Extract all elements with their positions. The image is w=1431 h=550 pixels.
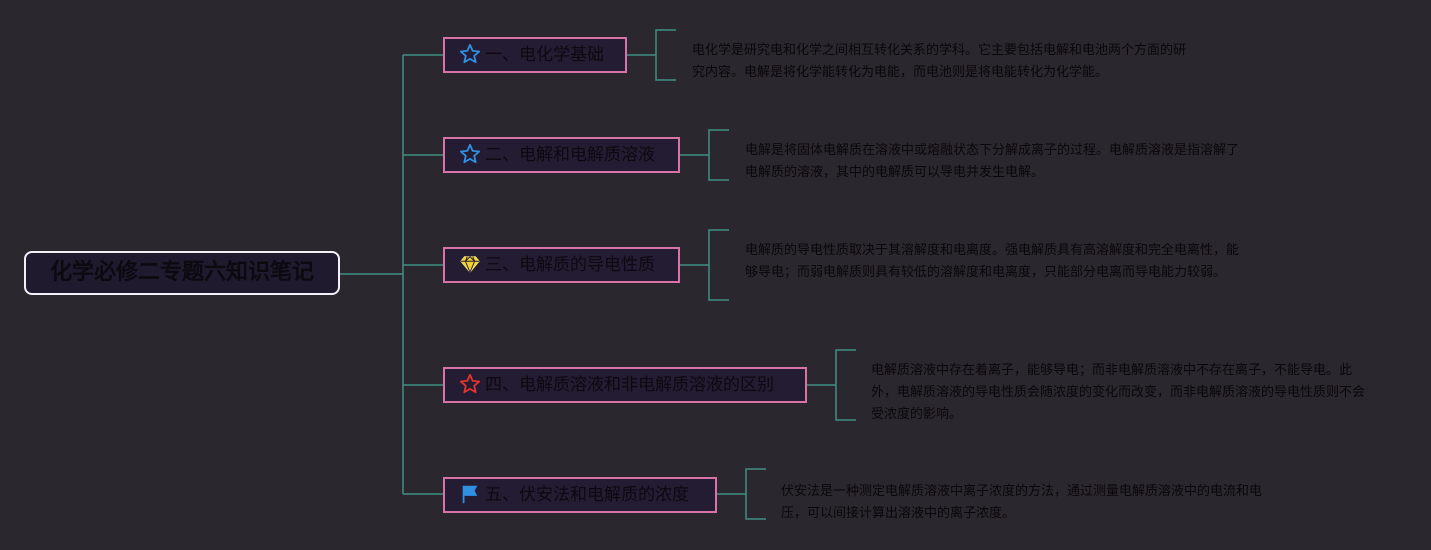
topic-3[interactable]: 三、电解质的导电性质: [443, 247, 680, 283]
topic-5-note: 伏安法是一种测定电解质溶液中离子浓度的方法，通过测量电解质溶液中的电流和电压，可…: [781, 484, 1263, 521]
topic-4[interactable]: 四、电解质溶液和非电解质溶液的区别: [443, 367, 807, 403]
topic-label: 四、电解质溶液和非电解质溶液的区别: [485, 375, 774, 395]
star-outline-icon: [459, 143, 481, 165]
topic-1-note: 电化学是研究电和化学之间相互转化关系的学科。它主要包括电解和电池两个方面的研究内…: [692, 43, 1187, 80]
topic-label: 五、伏安法和电解质的浓度: [485, 485, 689, 505]
topic-5[interactable]: 五、伏安法和电解质的浓度: [443, 477, 717, 513]
topic-label: 二、电解和电解质溶液: [485, 145, 655, 165]
star-outline-icon: [459, 43, 481, 65]
diamond-icon: [459, 253, 481, 275]
topic-label: 三、电解质的导电性质: [485, 255, 655, 275]
topic-2[interactable]: 二、电解和电解质溶液: [443, 137, 680, 173]
topic-4-note: 电解质溶液中存在着离子，能够导电；而非电解质溶液中不存在离子，不能导电。此外，电…: [871, 363, 1366, 422]
topic-1[interactable]: 一、电化学基础: [443, 37, 627, 73]
star-red-icon: [459, 373, 481, 395]
topic-2-note: 电解是将固体电解质在溶液中或熔融状态下分解成离子的过程。电解质溶液是指溶解了电解…: [745, 143, 1240, 180]
flag-icon: [459, 483, 481, 505]
root-topic[interactable]: 化学必修二专题六知识笔记: [24, 251, 340, 295]
topic-3-note: 电解质的导电性质取决于其溶解度和电离度。强电解质具有高溶解度和完全电离性，能够导…: [745, 243, 1240, 280]
topic-label: 一、电化学基础: [485, 45, 604, 65]
